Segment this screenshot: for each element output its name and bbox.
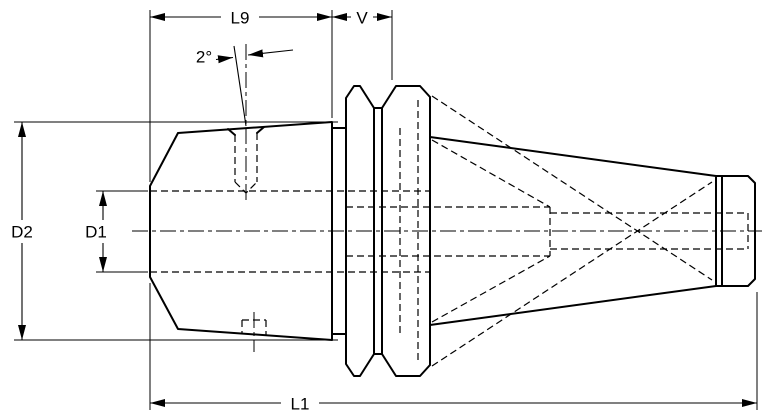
dim-label-v: V — [356, 9, 368, 28]
angle-arrow-left — [215, 55, 234, 64]
neck-outline — [331, 127, 347, 335]
taper-internal-diagonals — [431, 95, 713, 367]
taper-shank-outline — [429, 136, 717, 326]
dim-label-d1: D1 — [85, 223, 107, 242]
label-bg-l1 — [281, 392, 319, 415]
taper-angle-annotation — [215, 45, 294, 127]
angle-arrow-right — [247, 49, 294, 58]
dim-label-l1: L1 — [291, 395, 310, 414]
dim-label-d2: D2 — [11, 223, 33, 242]
label-bg-d1 — [77, 220, 115, 243]
label-bg-l9 — [221, 6, 259, 28]
bottom-port-hidden — [241, 319, 267, 335]
dimension-label-backgrounds — [3, 6, 373, 415]
extension-lines — [14, 10, 758, 410]
part-outline — [149, 85, 756, 377]
dim-label-taper-angle: 2° — [196, 48, 212, 67]
bore-d1-hidden — [150, 190, 430, 273]
dim-label-l9: L9 — [231, 9, 250, 28]
cavity-cone-diagonals — [431, 139, 551, 323]
label-bg-d2 — [3, 220, 41, 243]
inner-cavity-hidden — [346, 206, 551, 257]
v-flange-outline — [345, 85, 431, 377]
centerlines — [132, 44, 762, 352]
dimension-lines — [18, 13, 757, 407]
dimension-labels: L9 V 2° D2 D1 L1 — [11, 9, 368, 414]
shank-end-outline — [715, 175, 756, 287]
flange-hidden-edges — [399, 100, 419, 362]
set-screw-hole-hidden — [234, 133, 258, 194]
label-bg-v — [351, 6, 373, 28]
body-outline — [149, 121, 333, 341]
set-screw-chamfer-outline — [227, 126, 265, 136]
angle-reference-line — [233, 45, 247, 127]
